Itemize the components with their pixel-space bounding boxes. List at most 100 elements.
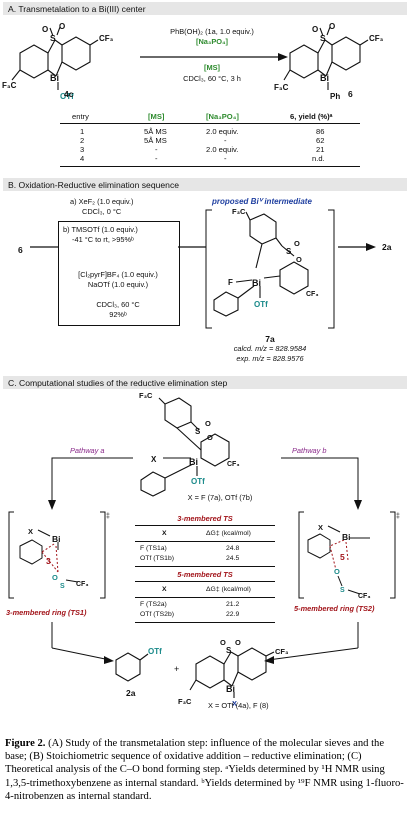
- svg-text:O: O: [59, 22, 65, 31]
- x-definition: X = F (7a), OTf (7b): [187, 493, 253, 502]
- table-header-entry: entry: [72, 112, 89, 121]
- svg-text:Bi: Bi: [342, 532, 351, 542]
- svg-text:O: O: [235, 638, 241, 647]
- step-a-line-1: a) XeF₂ (1.0 equiv.): [70, 197, 134, 206]
- svg-text:‡: ‡: [106, 513, 110, 520]
- svg-text:Bi: Bi: [252, 278, 261, 288]
- reagent-line-2: [Na₃PO₄]: [196, 37, 228, 46]
- compound-6-structure: O S O Bi Ph CF₃ F₃C: [274, 22, 384, 101]
- section-c-header: C. Computational studies of the reductiv…: [3, 376, 407, 389]
- table-cell: -: [155, 154, 158, 163]
- table-cell: 2.0 equiv.: [206, 127, 239, 136]
- compound-4c-label: 4c: [64, 89, 74, 99]
- table-cell: 3: [80, 145, 85, 154]
- svg-text:F₃C: F₃C: [232, 207, 246, 216]
- ts2b-name: OTf (TS2b): [140, 611, 174, 618]
- compound-6-start-label: 6: [18, 245, 23, 255]
- svg-text:O: O: [205, 419, 211, 428]
- caption-text: (A) Study of the transmetalation step: i…: [5, 738, 404, 802]
- table-cell: 1: [80, 127, 85, 136]
- table-cell: 21: [316, 145, 325, 154]
- table-cell: 5Å MS: [144, 136, 167, 145]
- svg-text:O: O: [220, 638, 226, 647]
- svg-text:OTf: OTf: [191, 477, 205, 486]
- reaction-arrow-b-left: [30, 246, 206, 248]
- exp-mz: exp. m/z = 828.9576: [236, 354, 304, 363]
- svg-text:S: S: [195, 427, 201, 436]
- table-cell: -: [224, 154, 227, 163]
- table-cell: 62: [316, 136, 325, 145]
- ts3-title: 3-membered TS: [177, 514, 233, 523]
- table-cell: n.d.: [312, 154, 325, 163]
- intermediate-7a-structure: F₃C S O O Bi F OTf CF₃: [213, 207, 319, 317]
- ts2-col-g: ΔG‡ (kcal/mol): [206, 586, 251, 593]
- svg-text:CF₃: CF₃: [275, 647, 289, 656]
- intermediate-title: proposed Biⱽ intermediate: [212, 197, 312, 206]
- svg-text:X: X: [318, 523, 323, 532]
- svg-text:S: S: [340, 587, 345, 594]
- svg-text:F₃C: F₃C: [274, 83, 289, 92]
- svg-text:O: O: [329, 22, 335, 31]
- svg-text:O: O: [312, 25, 318, 34]
- svg-text:O: O: [294, 239, 300, 248]
- section-b-header: B. Oxidation-Reductive elimination seque…: [3, 178, 407, 191]
- svg-text:OTf: OTf: [254, 300, 268, 309]
- svg-text:O: O: [52, 573, 58, 582]
- svg-text:Bi: Bi: [320, 73, 329, 83]
- conditions-label: CDCl₃, 60 °C, 3 h: [183, 74, 241, 83]
- figure-caption: Figure 2. (A) Study of the transmetalati…: [5, 737, 405, 803]
- reagent-line-1: PhB(OH)₂ (1a, 1.0 equiv.): [170, 27, 254, 36]
- svg-text:CF₃: CF₃: [358, 593, 371, 600]
- svg-text:CF₃: CF₃: [306, 291, 319, 298]
- svg-text:3: 3: [46, 556, 51, 566]
- compound-4c-structure: O S O Bi OTf CF₃ F₃C: [2, 22, 114, 101]
- calcd-mz: calcd. m/z = 828.9584: [233, 344, 307, 353]
- svg-text:CF₃: CF₃: [76, 581, 89, 588]
- step-c-line-1: CDCl₃, 60 °C: [96, 300, 140, 309]
- table-cell: 4: [80, 154, 85, 163]
- ts2-structure: X Bi 5 O S CF₃ ‡: [298, 511, 400, 600]
- table-cell: 86: [316, 127, 325, 136]
- pathway-lines: [48, 457, 362, 664]
- svg-text:OTf: OTf: [60, 92, 74, 101]
- step-b-box: [58, 221, 180, 326]
- ts-table-rule: [135, 581, 275, 582]
- svg-text:Bi: Bi: [226, 684, 235, 694]
- ts5-title: 5-membered TS: [177, 570, 233, 579]
- table-cell: -: [155, 145, 158, 154]
- ts2b-value: 22.9: [226, 611, 240, 618]
- product-2a-c-label: 2a: [126, 688, 136, 698]
- ts1-col-g: ΔG‡ (kcal/mol): [206, 530, 251, 537]
- svg-text:Bi: Bi: [50, 73, 59, 83]
- product-bi-x-structure: S O O Bi X CF₃: [189, 638, 289, 708]
- table-cell: 2: [80, 136, 85, 145]
- product-x-definition: X = OTf (4a), F (8): [208, 701, 269, 710]
- ts-table-rule: [135, 597, 275, 598]
- pathway-b-label[interactable]: Pathway b: [292, 446, 327, 455]
- ring3-label: 3-membered ring (TS1): [6, 608, 87, 617]
- svg-text:S: S: [286, 247, 292, 256]
- svg-text:F₃C: F₃C: [2, 81, 17, 90]
- svg-text:CF₃: CF₃: [369, 34, 384, 43]
- svg-text:O: O: [334, 567, 340, 576]
- intermediate-7a-label: 7a: [265, 334, 275, 344]
- additive-label: [MS]: [203, 63, 220, 72]
- ts2-col-x: X: [162, 586, 167, 593]
- step-a-line-2: CDCl₃, 0 °C: [82, 207, 122, 216]
- product-phenyl-otf-structure: OTf: [115, 647, 162, 682]
- central-bi-structure: F₃C S O O Bi X OTf CF₃: [139, 391, 240, 497]
- reaction-arrow-a: [140, 53, 288, 61]
- step-b-line-4: NaOTf (1.0 equiv.): [87, 280, 149, 289]
- pathway-a-label[interactable]: Pathway a: [70, 446, 105, 455]
- step-c-line-2: 92%ᵇ: [109, 310, 127, 319]
- table-header-base: [Na₃PO₄]: [206, 112, 239, 121]
- ts1b-value: 24.5: [226, 555, 240, 562]
- ring5-label: 5-membered ring (TS2): [294, 604, 375, 613]
- svg-text:X: X: [151, 455, 157, 464]
- svg-text:CF₃: CF₃: [99, 34, 114, 43]
- step-b-line-1: b) TMSOTf (1.0 equiv.): [63, 225, 138, 234]
- svg-text:O: O: [207, 433, 213, 442]
- product-2a-label: 2a: [382, 242, 392, 252]
- svg-text:Bi: Bi: [189, 457, 198, 467]
- ts-table-rule: [135, 541, 275, 542]
